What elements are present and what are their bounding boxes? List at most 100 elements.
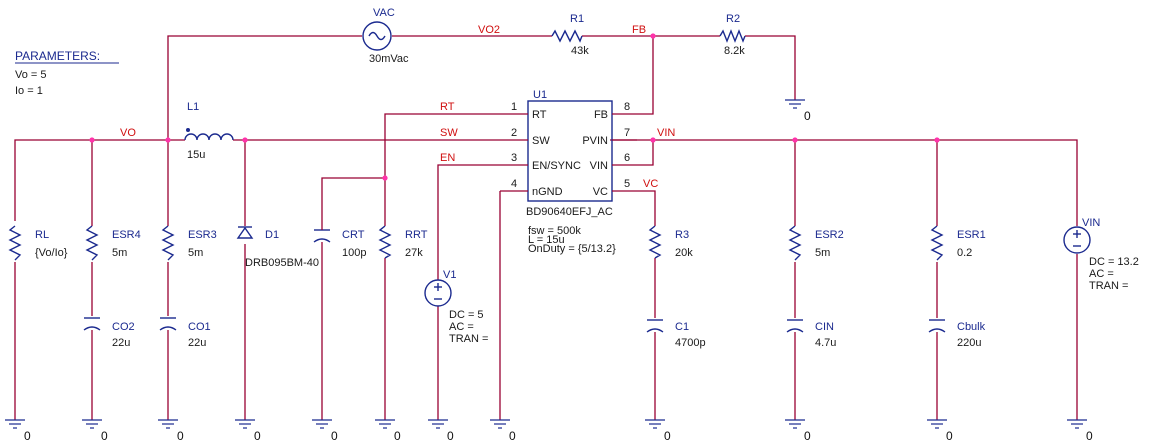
ground-icon: 0 <box>490 419 516 443</box>
dc-source-symbol <box>1063 226 1091 254</box>
pin-name-vc: VC <box>593 186 608 198</box>
pin-number: 1 <box>511 101 517 113</box>
capacitor-cbulk: Cbulk 220u <box>928 319 986 349</box>
parameters-title: PARAMETERS: <box>15 49 100 63</box>
wires <box>14 35 1078 420</box>
r2-value: 8.2k <box>724 45 745 57</box>
ground-label: 0 <box>804 109 811 123</box>
pin-name-pvin: PVIN <box>582 135 608 147</box>
u1-ref: U1 <box>533 89 547 101</box>
crt-ref: CRT <box>342 229 365 241</box>
junction-dot <box>242 137 248 143</box>
vin-src-ac: AC = <box>1089 268 1114 280</box>
pin-name-sw: SW <box>532 135 550 147</box>
ground-label: 0 <box>394 429 401 443</box>
param-io: Io = 1 <box>15 85 43 97</box>
resistor-esr4: ESR4 5m <box>85 225 141 261</box>
co2-value: 22u <box>112 337 130 349</box>
resistor-rl: RL {Vo/Io} <box>8 225 68 261</box>
esr4-value: 5m <box>112 247 127 259</box>
esr2-ref: ESR2 <box>815 229 844 241</box>
rrt-value: 27k <box>405 247 423 259</box>
rl-value: {Vo/Io} <box>35 247 68 259</box>
param-vo: Vo = 5 <box>15 69 47 81</box>
ground-label: 0 <box>254 429 261 443</box>
pin-name-rt: RT <box>532 109 547 121</box>
l1-value: 15u <box>187 149 205 161</box>
rl-ref: RL <box>35 229 49 241</box>
esr2-value: 5m <box>815 247 830 259</box>
v1-ref: V1 <box>443 269 456 281</box>
r3-value: 20k <box>675 247 693 259</box>
c1-ref: C1 <box>675 321 689 333</box>
co2-ref: CO2 <box>112 321 135 333</box>
ground-label: 0 <box>1086 429 1093 443</box>
capacitor-c1: C1 4700p <box>646 319 706 349</box>
ground-icon: 0 <box>158 419 184 443</box>
vac-ref: VAC <box>373 7 395 19</box>
vin-src-tran: TRAN = <box>1089 280 1128 292</box>
ground-label: 0 <box>177 429 184 443</box>
co1-ref: CO1 <box>188 321 211 333</box>
pin-name-vin: VIN <box>590 160 608 172</box>
junction-dot <box>792 137 798 143</box>
resistor-r2: R2 8.2k <box>719 13 746 57</box>
ground-icon: 0 <box>645 419 671 443</box>
net-label-sw: SW <box>440 127 458 139</box>
ground-label: 0 <box>101 429 108 443</box>
vin-src-ref: VIN <box>1082 217 1100 229</box>
esr4-ref: ESR4 <box>112 229 141 241</box>
esr3-ref: ESR3 <box>188 229 217 241</box>
ic-u1: U1 BD90640EFJ_AC RT SW EN/SYNC nGND FB P… <box>500 89 637 255</box>
pin-number: 8 <box>624 101 630 113</box>
pin-name-fb: FB <box>594 109 608 121</box>
ground-icon: 0 <box>375 419 401 443</box>
resistor-esr2: ESR2 5m <box>788 225 844 261</box>
r2-ref: R2 <box>726 13 740 25</box>
net-labels: VO VO2 FB VIN RT SW EN VC <box>120 24 675 190</box>
u1-prop-fsw: fsw = 500k <box>528 225 581 237</box>
junctions <box>89 33 940 181</box>
dc-source-v1: V1 DC = 5 AC = TRAN = <box>424 269 488 345</box>
pin-number: 6 <box>624 152 630 164</box>
junction-dot <box>934 137 940 143</box>
l1-ref: L1 <box>187 101 199 113</box>
esr1-ref: ESR1 <box>957 229 986 241</box>
capacitor-cin: CIN 4.7u <box>786 319 836 349</box>
cin-value: 4.7u <box>815 337 836 349</box>
cbulk-value: 220u <box>957 337 981 349</box>
junction-dot <box>165 137 171 143</box>
pin-number: 7 <box>624 127 630 139</box>
dc-source-vin: VIN DC = 13.2 AC = TRAN = <box>1063 217 1139 292</box>
ground-icon: 0 <box>428 419 454 443</box>
pin-name-ngnd: nGND <box>532 186 563 198</box>
rrt-ref: RRT <box>405 229 428 241</box>
ground-label: 0 <box>804 429 811 443</box>
parameters-block: PARAMETERS: Vo = 5 Io = 1 <box>15 49 119 97</box>
d1-ref: D1 <box>265 229 279 241</box>
ground-label: 0 <box>509 429 516 443</box>
ground-label: 0 <box>331 429 338 443</box>
net-label-fb: FB <box>632 24 646 36</box>
pin-number: 3 <box>511 152 517 164</box>
cin-ref: CIN <box>815 321 834 333</box>
u1-prop-l: L = 15u <box>528 234 565 246</box>
r1-value: 43k <box>571 45 589 57</box>
vin-src-dc: DC = 13.2 <box>1089 256 1139 268</box>
pin-number: 5 <box>624 178 630 190</box>
net-label-rt: RT <box>440 101 455 113</box>
net-label-vin: VIN <box>657 127 675 139</box>
junction-dot <box>382 175 388 181</box>
ground-icon: 0 <box>785 419 811 443</box>
ground-label: 0 <box>24 429 31 443</box>
ground-label: 0 <box>447 429 454 443</box>
ic-body <box>527 100 613 202</box>
resistor-rrt: RRT 27k <box>378 225 428 259</box>
junction-dot <box>650 33 656 39</box>
capacitor-crt: CRT 100p <box>313 226 366 259</box>
pin-number: 2 <box>511 127 517 139</box>
crt-value: 100p <box>342 247 366 259</box>
vac-value: 30mVac <box>369 53 409 65</box>
resistor-r3: R3 20k <box>648 225 693 259</box>
r3-ref: R3 <box>675 229 689 241</box>
